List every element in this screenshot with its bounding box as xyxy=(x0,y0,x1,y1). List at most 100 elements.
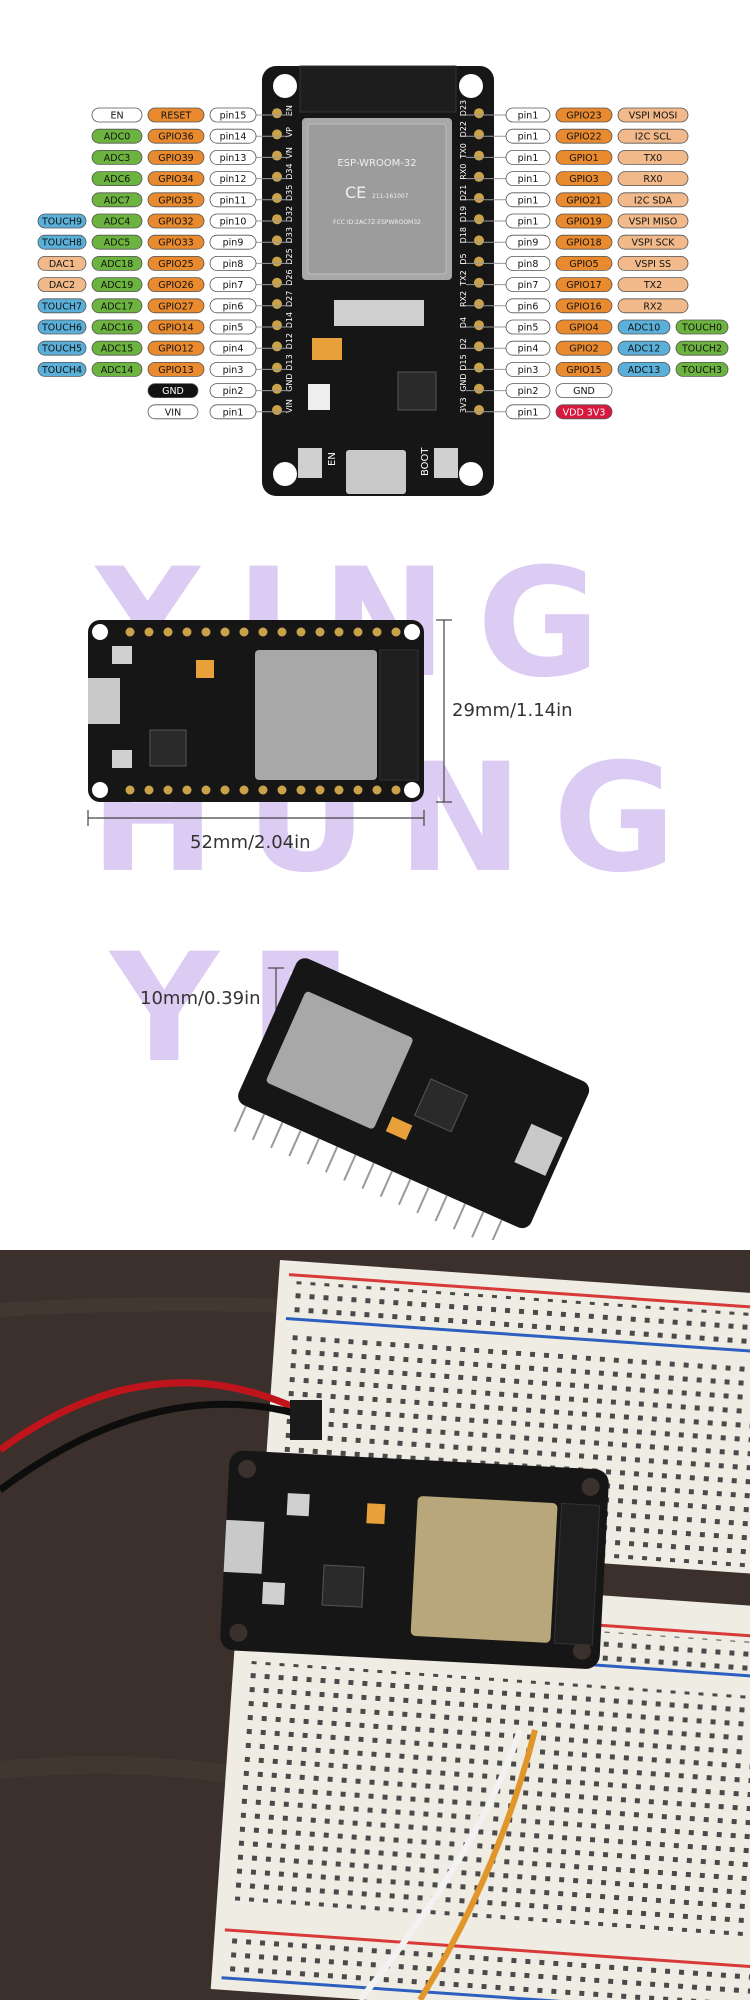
left-pin-label-text: pin4 xyxy=(223,344,244,355)
right-pin-label-text: pin5 xyxy=(518,323,539,334)
right-gpio-label: GPIO19 xyxy=(555,213,613,229)
left-pin-label: pin12 xyxy=(209,171,257,187)
left-touch-label: TOUCH6 xyxy=(37,319,87,335)
left-gpio-label: GPIO25 xyxy=(147,255,205,271)
right-gpio-label: GPIO2 xyxy=(555,340,613,356)
top-view-pins xyxy=(125,627,401,795)
left-silk-label: D27 xyxy=(285,291,294,307)
left-pin-label: pin9 xyxy=(209,234,257,250)
pin-hole xyxy=(474,129,484,140)
left-silk-label: D13 xyxy=(285,354,294,370)
right-pin-label: pin4 xyxy=(505,340,551,356)
right-adc-label-text: ADC13 xyxy=(628,365,661,376)
right-gpio-label: GPIO5 xyxy=(555,255,613,271)
pin-hole xyxy=(163,785,173,795)
left-touch-label-text: TOUCH9 xyxy=(41,217,82,228)
pin-hole xyxy=(474,299,484,309)
dimensions-panel: XING HUNG YE 29mm/1.14in 52mm/2.04 xyxy=(0,500,750,1240)
pin-hole xyxy=(272,193,282,203)
right-func-label-text: TX0 xyxy=(643,153,662,164)
pin-hole xyxy=(474,108,484,119)
pin-hole xyxy=(353,785,363,795)
right-pin-label: pin7 xyxy=(505,277,551,293)
orange-wire xyxy=(417,1729,538,2000)
pin-hole xyxy=(144,627,154,637)
left-gpio-label-text: GPIO32 xyxy=(158,217,193,228)
right-silk-label: D19 xyxy=(459,206,468,222)
right-touch-label: TOUCH0 xyxy=(675,319,729,335)
left-gpio-label: GPIO34 xyxy=(147,171,205,187)
pin-hole xyxy=(272,171,282,182)
left-name-label: GND xyxy=(147,383,199,399)
left-alt-label-text: ADC19 xyxy=(101,280,134,291)
left-alt-label: ADC4 xyxy=(91,213,143,229)
left-alt-label-text: ADC0 xyxy=(104,132,131,143)
left-pin-label-text: pin1 xyxy=(223,407,244,418)
pin-hole xyxy=(277,785,287,795)
left-silk-label: GND xyxy=(285,373,294,391)
right-pin-label-text: pin4 xyxy=(518,344,539,355)
right-pin-label-text: pin1 xyxy=(518,132,539,143)
left-pin-label: pin11 xyxy=(209,192,257,208)
right-func-label-text: VSPI SS xyxy=(635,259,671,270)
right-gpio-label: GPIO17 xyxy=(555,277,613,293)
right-pin-label: pin9 xyxy=(505,234,551,250)
left-name-label: EN xyxy=(91,107,143,123)
pin-hole xyxy=(201,627,211,637)
right-pin-label-text: pin8 xyxy=(518,259,539,270)
left-touch-label-text: TOUCH7 xyxy=(41,301,82,312)
right-pin-label-text: pin3 xyxy=(518,365,539,376)
pin-hole xyxy=(474,235,484,246)
left-alt-label: ADC0 xyxy=(91,128,143,144)
left-silk-label: D12 xyxy=(285,333,294,349)
right-func-label: VSPI MOSI xyxy=(617,107,689,123)
en-silk: EN xyxy=(327,452,338,466)
right-silk-label: D15 xyxy=(459,354,468,370)
mount-hole xyxy=(459,74,483,98)
left-gpio-label-text: GPIO35 xyxy=(158,195,193,206)
left-alt-label: ADC19 xyxy=(91,277,143,293)
pin-hole xyxy=(220,627,230,637)
right-gpio-label: GPIO16 xyxy=(555,298,613,314)
right-touch-label-text: TOUCH3 xyxy=(681,365,722,376)
pinout-svg: ESP-WROOM-32 CE 211-161007 FCC ID:2AC7Z-… xyxy=(37,65,729,496)
pin-hole xyxy=(272,256,282,267)
right-pin-label: pin1 xyxy=(505,128,551,144)
right-pin-label: pin1 xyxy=(505,192,551,208)
left-touch-label-text: DAC2 xyxy=(49,280,75,291)
right-pin-label-text: pin1 xyxy=(518,195,539,206)
right-func-label: TX2 xyxy=(617,277,689,293)
right-gpio-label-text: GPIO2 xyxy=(569,344,598,355)
right-gpio-label: GPIO15 xyxy=(555,361,613,377)
pin-hole xyxy=(182,785,192,795)
left-touch-label-text: TOUCH8 xyxy=(41,238,82,249)
left-alt-label-text: ADC15 xyxy=(101,344,134,355)
module-name: ESP-WROOM-32 xyxy=(337,158,416,169)
left-gpio-label: GPIO32 xyxy=(147,213,205,229)
dimension-lines xyxy=(87,619,452,1029)
right-silk-label: D4 xyxy=(459,317,468,328)
left-silk-label: VIN xyxy=(285,399,294,413)
usb-port xyxy=(346,450,406,494)
left-pin-label: pin7 xyxy=(209,277,257,293)
pin-hole xyxy=(125,627,135,637)
photo-svg xyxy=(0,1250,750,2000)
left-touch-label: DAC1 xyxy=(37,255,87,271)
right-touch-label-text: TOUCH2 xyxy=(681,344,722,355)
pin-hole xyxy=(272,383,282,394)
mount-hole xyxy=(273,74,297,98)
thickness-dimension-label: 10mm/0.39in xyxy=(140,988,261,1009)
pin-hole xyxy=(239,627,249,637)
left-pin-label-text: pin7 xyxy=(223,280,244,291)
right-pin-label-text: pin2 xyxy=(518,386,539,397)
left-touch-label-text: TOUCH4 xyxy=(41,365,82,376)
left-alt-label: ADC6 xyxy=(91,171,143,187)
right-adc-label: ADC10 xyxy=(617,319,671,335)
right-pin-label-text: pin1 xyxy=(518,111,539,122)
right-gpio-label-text: GPIO19 xyxy=(566,217,601,228)
pin-hole xyxy=(272,214,282,225)
right-gpio-label: VDD 3V3 xyxy=(555,404,613,420)
right-func-label-text: I2C SDA xyxy=(634,195,673,206)
right-gpio-label-text: GPIO15 xyxy=(566,365,601,376)
left-silk-label: D35 xyxy=(285,185,294,201)
